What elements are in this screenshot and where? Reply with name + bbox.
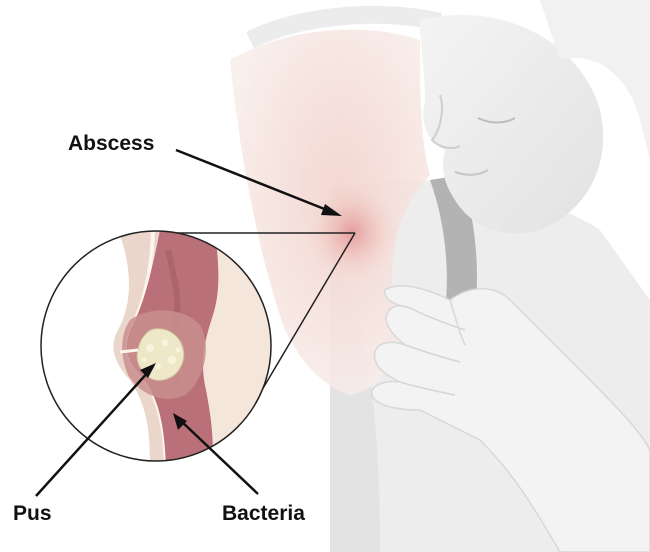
abscess-label: Abscess <box>68 133 154 154</box>
pus-label: Pus <box>13 503 52 524</box>
magnified-lens <box>40 230 280 470</box>
face <box>420 0 650 233</box>
abscess-site <box>302 177 402 287</box>
bacteria-label: Bacteria <box>222 503 305 524</box>
